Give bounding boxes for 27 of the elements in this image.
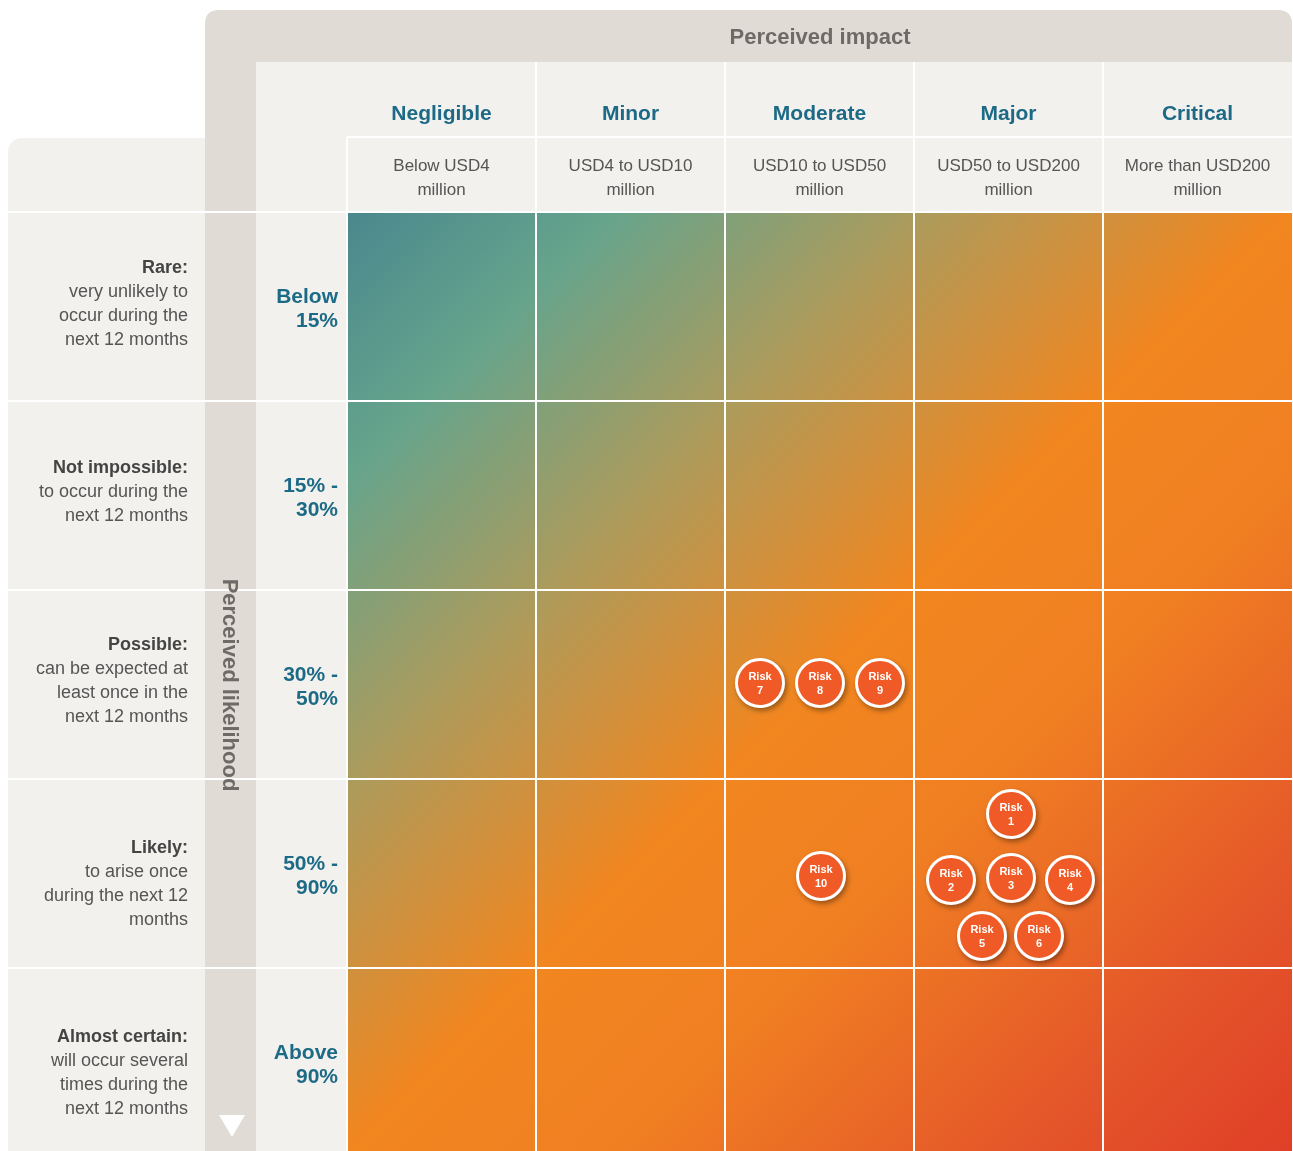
column-heading: Moderate: [771, 100, 868, 126]
axis-title: Perceived likelihood: [217, 577, 244, 794]
column-heading: Minor: [600, 100, 661, 126]
row-heading: Almost certain:: [55, 1025, 188, 1048]
row-description: will occur several times during the next 12 months: [49, 1049, 188, 1120]
row-description: very unlikely to occur during the next 12 months: [57, 280, 188, 351]
row-heading: Rare:: [140, 256, 188, 279]
column-description: USD10 to USD50 million: [751, 155, 888, 201]
column-heading: Critical: [1160, 100, 1235, 126]
row-description: to occur during the next 12 months: [37, 480, 188, 527]
row-heading: Not impossible:: [52, 456, 188, 479]
likelihood-range: 50% - 90%: [282, 851, 338, 899]
column-description: USD50 to USD200 million: [936, 155, 1081, 201]
likelihood-range: Above 90%: [272, 1040, 338, 1088]
likelihood-range: 30% - 50%: [282, 662, 338, 710]
column-description: USD4 to USD10 million: [567, 155, 694, 201]
column-heading: Negligible: [390, 100, 493, 126]
row-heading: Likely:: [129, 836, 188, 859]
row-description: can be expected at least once in the next 12 months: [34, 657, 188, 728]
likelihood-range: Below 15%: [275, 284, 338, 332]
row-description: to arise once during the next 12 months: [42, 860, 188, 931]
row-heading: Possible:: [106, 633, 188, 656]
likelihood-range: 15% - 30%: [282, 473, 338, 521]
column-heading: Major: [979, 100, 1038, 126]
axis-title: Perceived impact: [728, 23, 912, 51]
column-description: Below USD4 million: [392, 155, 491, 201]
column-description: More than USD200 million: [1123, 155, 1272, 201]
